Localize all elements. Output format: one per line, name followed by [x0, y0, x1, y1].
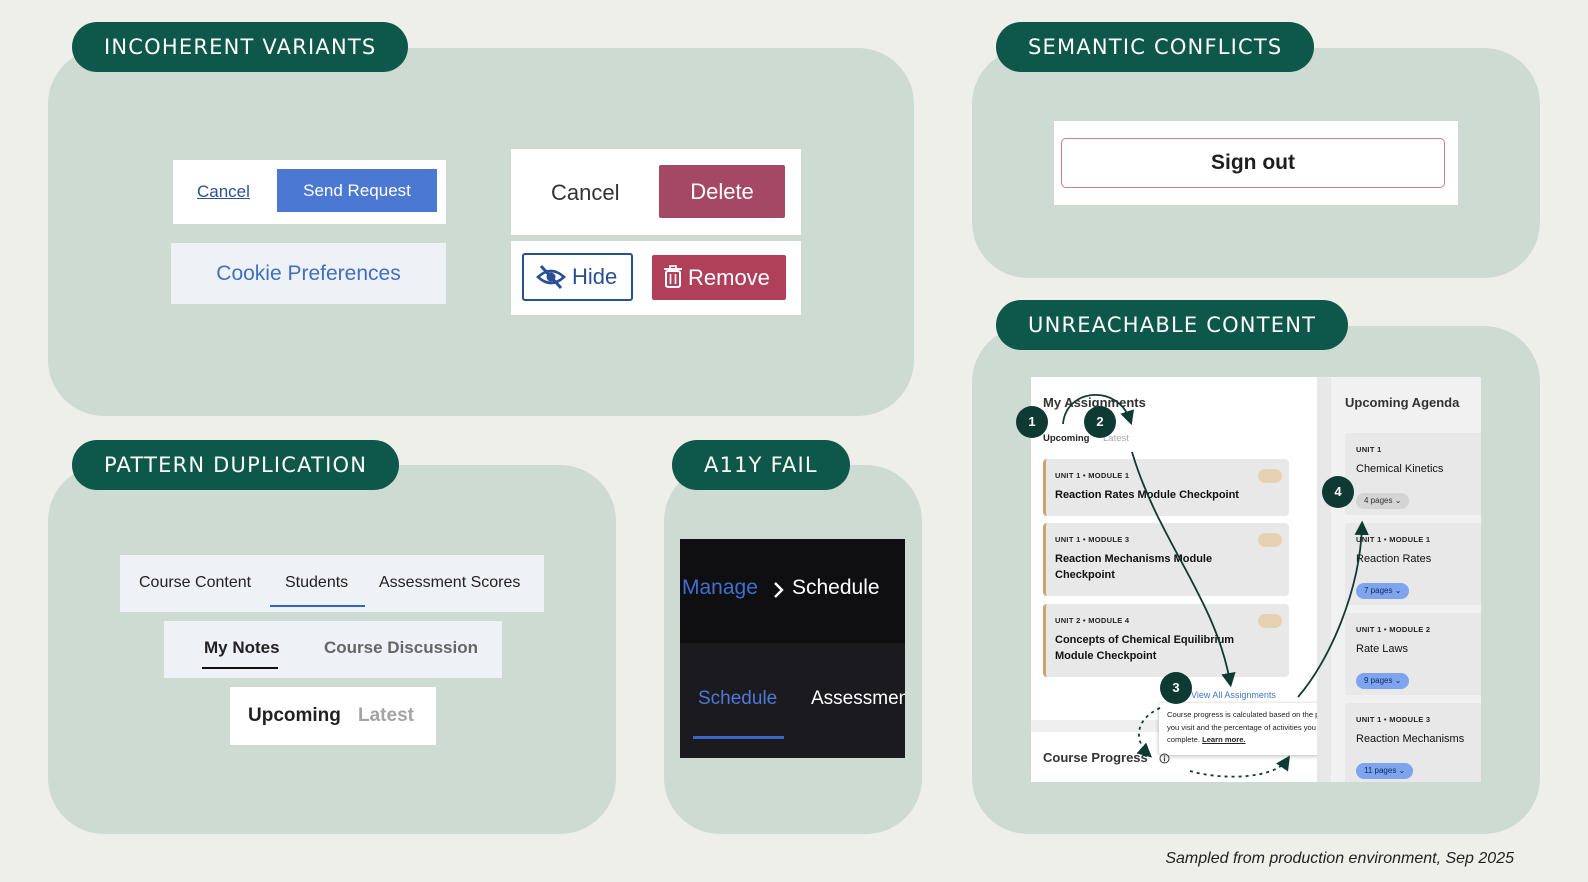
sign-out-container: Sign out [1054, 121, 1458, 205]
tab-strip-course: Course Content Students Assessment Score… [120, 555, 544, 612]
focus-step-marker: 4 [1322, 476, 1354, 508]
tab-schedule[interactable]: Schedule [698, 688, 778, 709]
label-semantic-conflicts: SEMANTIC CONFLICTS [996, 22, 1315, 72]
tab-strip-upcoming: Upcoming Latest [230, 687, 436, 745]
agenda-meta: UNIT 1 • MODULE 2 [1356, 625, 1431, 634]
remove-button[interactable]: Remove [652, 255, 786, 300]
assignment-title: Reaction Mechanisms Module Checkpoint [1055, 553, 1213, 581]
tab-upcoming[interactable]: Upcoming [248, 705, 341, 726]
tab-latest[interactable]: Latest [358, 705, 414, 726]
eye-slash-icon [536, 264, 566, 290]
pages-dropdown[interactable]: 9 pages ⌄ [1356, 673, 1410, 689]
upcoming-agenda-column: Upcoming Agenda UNIT 1 Chemical Kinetics… [1317, 377, 1481, 782]
upcoming-agenda-heading: Upcoming Agenda [1345, 395, 1460, 410]
tab-latest-small[interactable]: Latest [1103, 433, 1129, 444]
tab-strip-notes: My Notes Course Discussion [164, 621, 502, 678]
breadcrumb: Manage Schedule [680, 539, 905, 643]
footnote: Sampled from production environment, Sep… [1165, 850, 1514, 867]
focus-step-marker: 2 [1084, 406, 1116, 438]
assignment-card[interactable]: UNIT 1 • MODULE 3 Reaction Mechanisms Mo… [1043, 523, 1289, 596]
tab-assessments[interactable]: Assessments [811, 688, 905, 709]
delete-button[interactable]: Delete [659, 165, 785, 218]
dark-tab-bar: Schedule Assessments [680, 643, 905, 758]
tab-upcoming-small[interactable]: Upcoming [1043, 433, 1090, 444]
assignment-meta: UNIT 1 • MODULE 3 [1055, 535, 1130, 544]
label-unreachable-content: UNREACHABLE CONTENT [996, 300, 1349, 350]
unreachable-dashboard: My Assignments Upcoming Latest UNIT 1 • … [1031, 377, 1481, 782]
sign-out-button[interactable]: Sign out [1061, 138, 1445, 188]
breadcrumb-manage-link[interactable]: Manage [682, 576, 758, 599]
flag-icon[interactable] [1258, 533, 1282, 547]
active-tab-underline [202, 667, 278, 669]
tab-course-discussion[interactable]: Course Discussion [324, 638, 478, 657]
pages-count: 7 pages [1364, 586, 1393, 595]
remove-label: Remove [688, 265, 770, 290]
trash-icon [664, 265, 682, 288]
agenda-meta: UNIT 1 • MODULE 3 [1356, 715, 1431, 724]
label-incoherent-variants: INCOHERENT VARIANTS [72, 22, 409, 72]
focus-step-marker: 1 [1016, 406, 1048, 438]
pages-dropdown[interactable]: 7 pages ⌄ [1356, 583, 1410, 599]
tooltip-text: Course progress is calculated based on t… [1167, 710, 1336, 744]
hide-button[interactable]: Hide [522, 253, 633, 301]
pages-dropdown[interactable]: 4 pages ⌄ [1356, 493, 1410, 509]
hide-label: Hide [572, 264, 618, 289]
agenda-meta: UNIT 1 [1356, 445, 1382, 454]
pages-count: 9 pages [1364, 676, 1393, 685]
send-request-button[interactable]: Send Request [277, 169, 437, 212]
assignment-meta: UNIT 1 • MODULE 1 [1055, 471, 1130, 480]
assignment-card[interactable]: UNIT 1 • MODULE 1 Reaction Rates Module … [1043, 459, 1289, 516]
flag-icon[interactable] [1258, 469, 1282, 483]
view-all-assignments-link[interactable]: View All Assignments [1191, 690, 1276, 700]
my-assignments-heading: My Assignments [1043, 395, 1146, 410]
cancel-link[interactable]: Cancel [197, 182, 250, 201]
flag-icon[interactable] [1258, 614, 1282, 628]
pages-count: 11 pages [1364, 766, 1397, 775]
tab-students[interactable]: Students [285, 574, 349, 591]
label-a11y-fail: A11Y FAIL [672, 440, 850, 490]
agenda-card[interactable]: UNIT 1 • MODULE 2 Rate Laws 9 pages ⌄ [1345, 613, 1481, 695]
assignment-meta: UNIT 2 • MODULE 4 [1055, 616, 1130, 625]
course-progress-heading: Course Progress [1043, 750, 1148, 765]
agenda-title: Reaction Mechanisms [1356, 733, 1465, 745]
chevron-right-icon [774, 582, 784, 598]
pages-count: 4 pages [1364, 496, 1393, 505]
agenda-card[interactable]: UNIT 1 • MODULE 1 Reaction Rates 7 pages… [1345, 523, 1481, 605]
a11y-example: Manage Schedule Schedule Assessments [680, 539, 905, 758]
info-icon[interactable] [1159, 753, 1170, 764]
label-pattern-duplication: PATTERN DUPLICATION [72, 440, 400, 490]
agenda-title: Chemical Kinetics [1356, 463, 1444, 475]
focus-step-marker: 3 [1160, 672, 1192, 704]
agenda-card[interactable]: UNIT 1 • MODULE 3 Reaction Mechanisms 11… [1345, 703, 1481, 782]
tab-assessment-scores[interactable]: Assessment Scores [379, 574, 521, 591]
breadcrumb-current: Schedule [792, 576, 880, 599]
send-request-dialog-actions: Cancel Send Request [173, 160, 446, 224]
tab-my-notes[interactable]: My Notes [204, 638, 280, 657]
pages-dropdown[interactable]: 11 pages ⌄ [1356, 763, 1414, 779]
cancel-button[interactable]: Cancel [551, 180, 620, 205]
active-tab-underline [270, 605, 365, 607]
learn-more-link[interactable]: Learn more. [1202, 735, 1246, 744]
agenda-meta: UNIT 1 • MODULE 1 [1356, 535, 1431, 544]
agenda-title: Rate Laws [1356, 643, 1408, 655]
tab-course-content[interactable]: Course Content [139, 574, 252, 591]
assignment-title: Concepts of Chemical Equilibrium Module … [1055, 634, 1235, 662]
hide-remove-actions: Hide Remove [511, 241, 801, 315]
agenda-title: Reaction Rates [1356, 553, 1432, 565]
agenda-card[interactable]: UNIT 1 Chemical Kinetics 4 pages ⌄ [1345, 433, 1481, 515]
active-tab-underline [693, 736, 784, 739]
assignment-card[interactable]: UNIT 2 • MODULE 4 Concepts of Chemical E… [1043, 604, 1289, 677]
cookie-preferences-button[interactable]: Cookie Preferences [171, 243, 446, 304]
delete-dialog-actions: Cancel Delete [511, 149, 801, 235]
